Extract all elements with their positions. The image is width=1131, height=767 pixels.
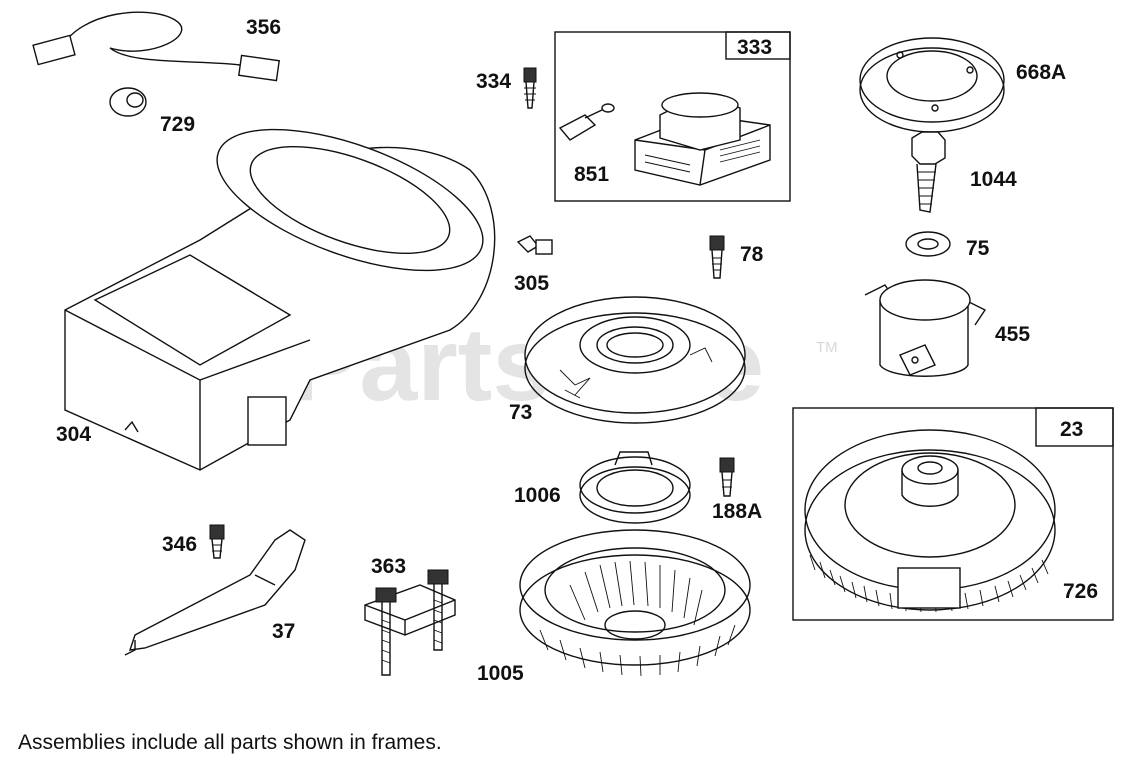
label-668A: 668A [1016,61,1066,84]
part-333-ignition-coil[interactable] [604,39,771,186]
label-73: 73 [509,401,532,424]
part-346-screw[interactable] [209,524,225,559]
label-346: 346 [162,533,197,556]
label-363: 363 [371,555,406,578]
label-305: 305 [514,272,549,295]
label-455: 455 [995,323,1030,346]
label-75: 75 [966,237,990,260]
part-305-screw[interactable] [516,235,553,255]
part-363-bracket[interactable] [364,569,456,676]
label-726: 726 [1063,580,1098,603]
frame-23: 23 [792,407,1114,621]
part-668A-cup[interactable] [859,37,1005,133]
label-356: 356 [246,16,281,39]
footnote-text: Assemblies include all parts shown in fr… [18,731,442,754]
part-73-rotating-screen[interactable] [524,296,746,424]
label-37: 37 [272,620,295,643]
part-356-wire-harness[interactable] [32,11,280,82]
label-78: 78 [740,243,764,266]
part-729-grommet[interactable] [109,87,147,117]
part-78-bolt[interactable] [709,235,725,279]
part-188A-bolt[interactable] [719,457,735,497]
part-455-starter-clutch[interactable] [864,279,987,377]
label-729: 729 [160,113,195,136]
watermark-trademark: TM [816,339,838,356]
frame-23-label: 23 [1060,418,1083,441]
label-304: 304 [56,423,91,446]
label-334: 334 [476,70,511,93]
label-1005: 1005 [477,662,524,685]
part-726-flywheel[interactable] [804,429,1056,613]
frame-333-label: 333 [737,36,772,59]
label-188A: 188A [712,500,762,523]
part-37-air-guide[interactable] [124,529,306,656]
part-1044-stud[interactable] [911,131,946,213]
frame-333: 333 [554,31,791,202]
part-334-screw[interactable] [523,67,537,109]
part-1006-ratchet[interactable] [579,451,691,524]
label-1044: 1044 [970,168,1017,191]
part-1005-fan[interactable] [519,529,751,677]
label-851: 851 [574,163,609,186]
label-1006: 1006 [514,484,561,507]
part-851-spark-plug-boot[interactable] [558,103,615,141]
part-304-blower-housing[interactable] [64,100,500,471]
part-75-washer[interactable] [905,231,951,257]
